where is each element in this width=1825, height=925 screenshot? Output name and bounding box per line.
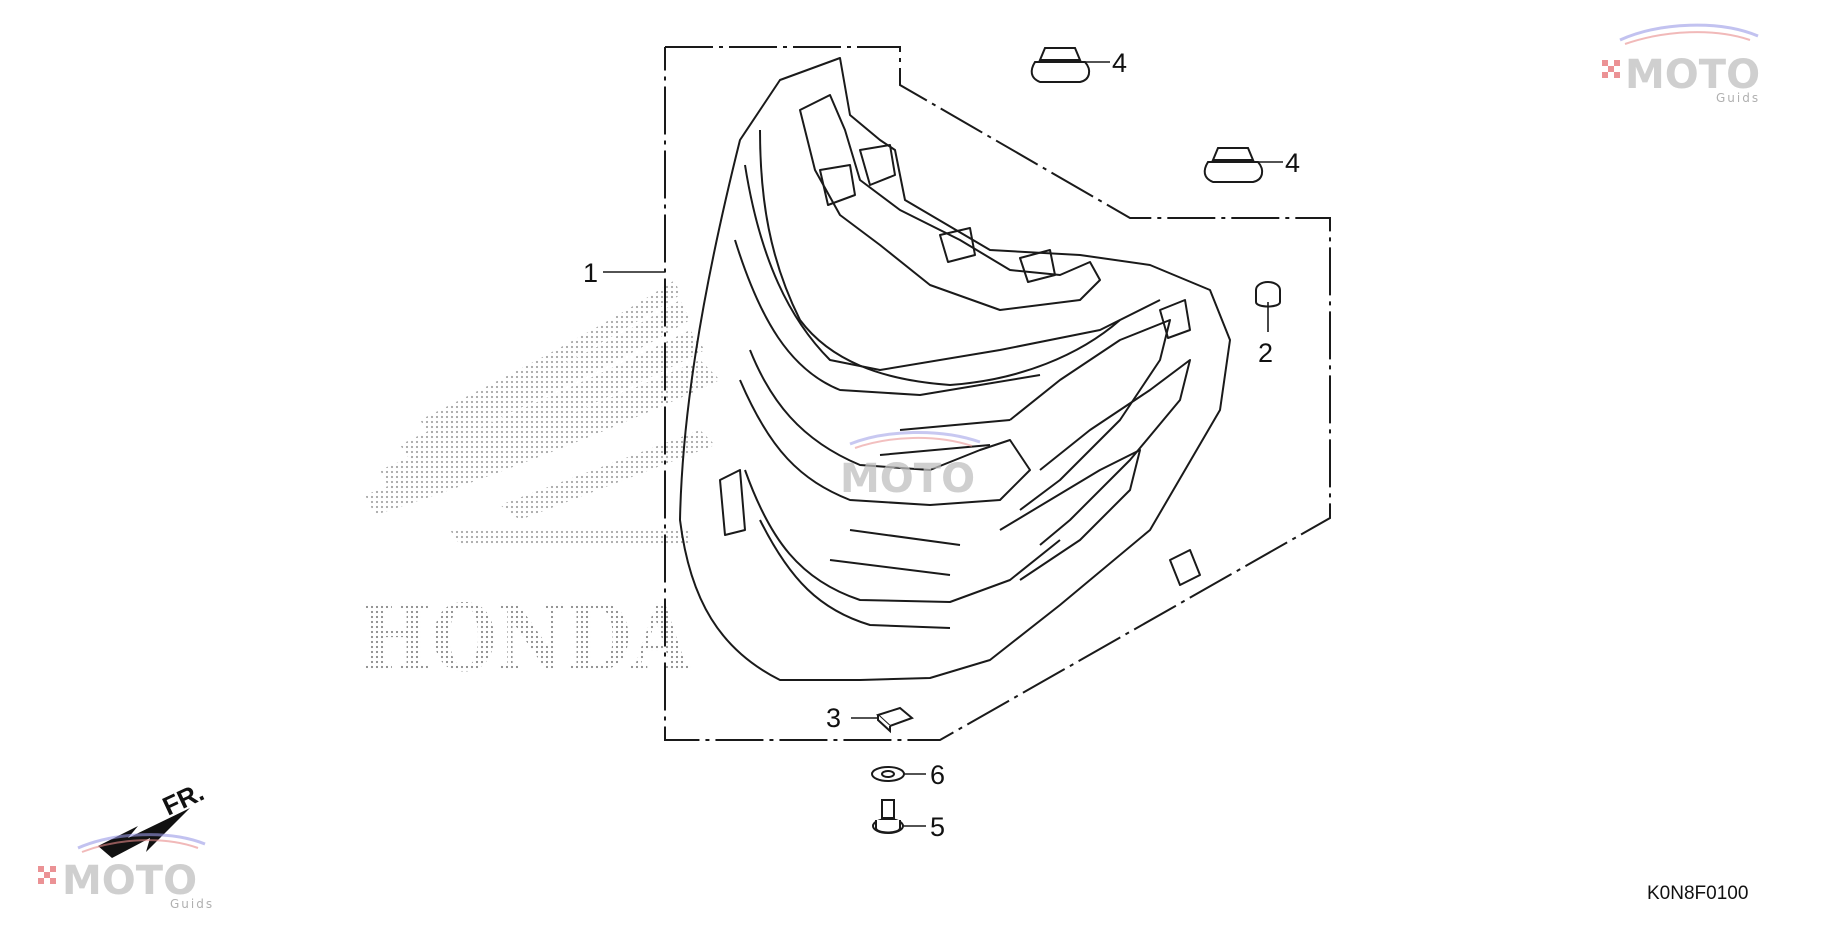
brand-logo-center: MOTO [840, 431, 981, 502]
grommet-part [1255, 281, 1281, 308]
honda-wing-watermark [365, 280, 720, 545]
svg-text:Guids: Guids [1716, 91, 1760, 105]
front-direction-label: FR. [158, 777, 209, 822]
clip-part-lower [1203, 147, 1264, 183]
callout-1: 1 [583, 258, 598, 288]
front-direction-arrow [98, 808, 190, 858]
part-code: K0N8F0100 [1647, 883, 1748, 904]
callout-5: 5 [930, 812, 945, 842]
honda-text-watermark: HONDA [360, 584, 691, 692]
svg-text:MOTO: MOTO [840, 456, 975, 502]
leader-lines [603, 61, 1283, 827]
callout-6: 6 [930, 760, 945, 790]
svg-text:MOTO: MOTO [1625, 52, 1760, 98]
callout-3: 3 [826, 703, 841, 733]
screw-part [872, 799, 904, 834]
svg-text:Guids: Guids [170, 897, 214, 911]
brand-logo-top-right: MOTO Guids [1602, 23, 1760, 105]
callout-2: 2 [1258, 338, 1273, 368]
washer-part [871, 766, 905, 782]
brand-logo-bottom-left: MOTO Guids [38, 833, 214, 911]
svg-text:MOTO: MOTO [62, 858, 197, 904]
clip-part-upper [1030, 47, 1091, 83]
headlight-assembly [679, 57, 1231, 681]
callout-4-lower: 4 [1285, 148, 1300, 178]
nut-part [876, 706, 914, 734]
assembly-boundary [664, 46, 1331, 741]
callout-4-upper: 4 [1112, 48, 1127, 78]
